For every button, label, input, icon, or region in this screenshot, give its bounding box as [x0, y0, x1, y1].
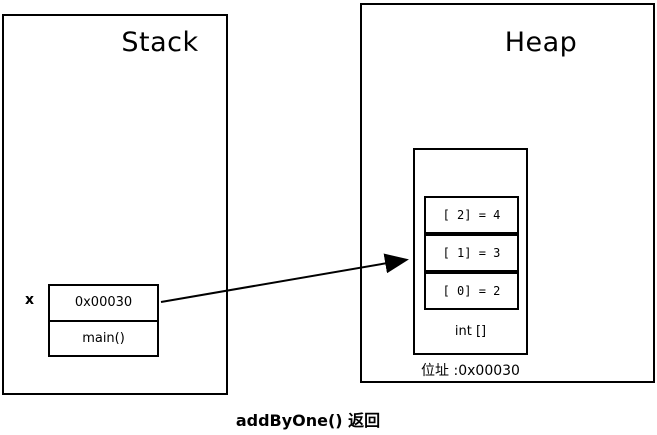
diagram-caption: addByOne() 返回: [235, 411, 381, 430]
stack-title: Stack: [121, 27, 199, 58]
pointer-address-cell: 0x00030: [50, 286, 157, 322]
array-cell-0: [ 0] = 2: [424, 272, 519, 310]
heap-address-label: 位址 :0x00030: [421, 363, 520, 379]
stack-variable-box: 0x00030 main(): [48, 284, 159, 357]
variable-name-label: x: [25, 292, 35, 308]
array-cells: [ 2] = 4 [ 1] = 3 [ 0] = 2: [424, 196, 519, 310]
heap-title: Heap: [504, 27, 578, 58]
array-cell-2: [ 2] = 4: [424, 196, 519, 234]
array-cell-1: [ 1] = 3: [424, 234, 519, 272]
stack-frame-cell: main(): [82, 330, 125, 346]
array-type-label: int []: [454, 324, 487, 339]
